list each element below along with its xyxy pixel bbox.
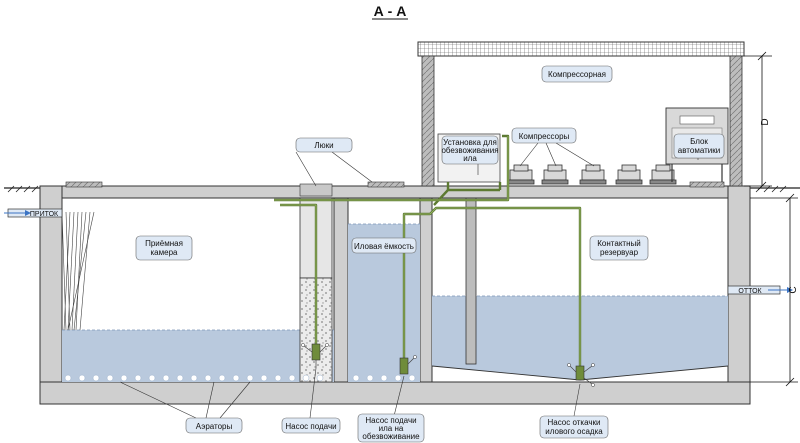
sludge-pump-label-2: илового осадка	[545, 427, 603, 436]
compressor-unit-2	[541, 164, 569, 185]
dimension-d-label: D	[760, 118, 771, 125]
hatch-covers	[65, 181, 725, 197]
outflow-label: ОТТОК	[738, 288, 762, 295]
pump-to-dewatering-label-2: ила на	[379, 424, 404, 433]
compressors-label: Компрессоры	[519, 132, 570, 141]
water-receiving-chamber	[62, 330, 334, 382]
callout-automation-block: Блок автоматики	[673, 133, 725, 159]
dewatering-feed-pump-unit	[399, 355, 417, 375]
callout-compressors: Компрессоры	[511, 127, 577, 144]
receiving-chamber-label-1: Приёмная	[145, 239, 183, 248]
dimension-d	[744, 51, 772, 191]
automation-block-label-2: автоматики	[678, 146, 720, 155]
callout-dewatering-unit: Установка для обезвоживания ила	[441, 135, 499, 165]
aerators	[64, 374, 416, 382]
compressor-unit-3	[579, 164, 607, 185]
compressor-room-label: Компрессорная	[548, 70, 606, 79]
feed-pump-unit	[301, 343, 329, 368]
dimension-c	[750, 193, 798, 387]
callout-compressor-room: Компрессорная	[541, 65, 613, 83]
callout-pump-to-dewatering: Насос подачи ила на обезвоживание	[357, 413, 425, 443]
compressor-unit-4	[615, 164, 643, 185]
callout-receiving-chamber: Приёмная камера	[135, 235, 193, 261]
sludge-tank-label: Иловая ёмкость	[354, 242, 414, 251]
outflow-pipe: ОТТОК	[727, 285, 793, 295]
aerators-label: Аэраторы	[196, 422, 233, 431]
dimension-c-label: C	[788, 286, 799, 293]
callout-aerators: Аэраторы	[185, 417, 243, 434]
compressor-unit-1	[507, 164, 535, 185]
pump-to-dewatering-label-1: Насос подачи	[365, 416, 416, 425]
baffle-wall	[465, 197, 477, 365]
dewatering-unit-label-2: обезвоживания	[441, 146, 498, 155]
callout-feed-pump: Насос подачи	[281, 417, 341, 434]
compressor-unit-5	[649, 164, 677, 185]
dewatering-unit-label-3: ила	[463, 154, 477, 163]
inflow-diffuser	[61, 211, 95, 331]
contact-reservoir-label-1: Контактный	[597, 239, 640, 248]
tank-structure	[39, 185, 751, 405]
callout-sludge-pump: Насос откачки илового осадка	[539, 415, 609, 439]
leader-lines	[119, 142, 699, 419]
automation-block-label-1: Блок	[690, 137, 708, 146]
receiving-chamber-label-2: камера	[151, 248, 179, 257]
compressor-units	[507, 164, 677, 185]
dewatering-unit-label-1: Установка для	[443, 138, 497, 147]
compressor-building	[417, 41, 745, 187]
sludge-pump-unit	[567, 363, 595, 387]
inflow-label: ПРИТОК	[30, 211, 59, 218]
contact-reservoir-label-2: резервуар	[600, 248, 639, 257]
sludge-pump-label-1: Насос откачки	[547, 418, 600, 427]
hatches-label: Люки	[314, 141, 333, 150]
inflow-pipe: ПРИТОК	[4, 208, 63, 218]
callout-contact-reservoir: Контактный резервуар	[589, 235, 649, 261]
section-title: А - А	[374, 3, 407, 19]
feed-pump-label: Насос подачи	[285, 422, 336, 431]
callout-hatches: Люки	[295, 137, 353, 153]
pump-to-dewatering-label-3: обезвоживание	[362, 432, 420, 441]
callout-sludge-tank: Иловая ёмкость	[351, 237, 417, 254]
